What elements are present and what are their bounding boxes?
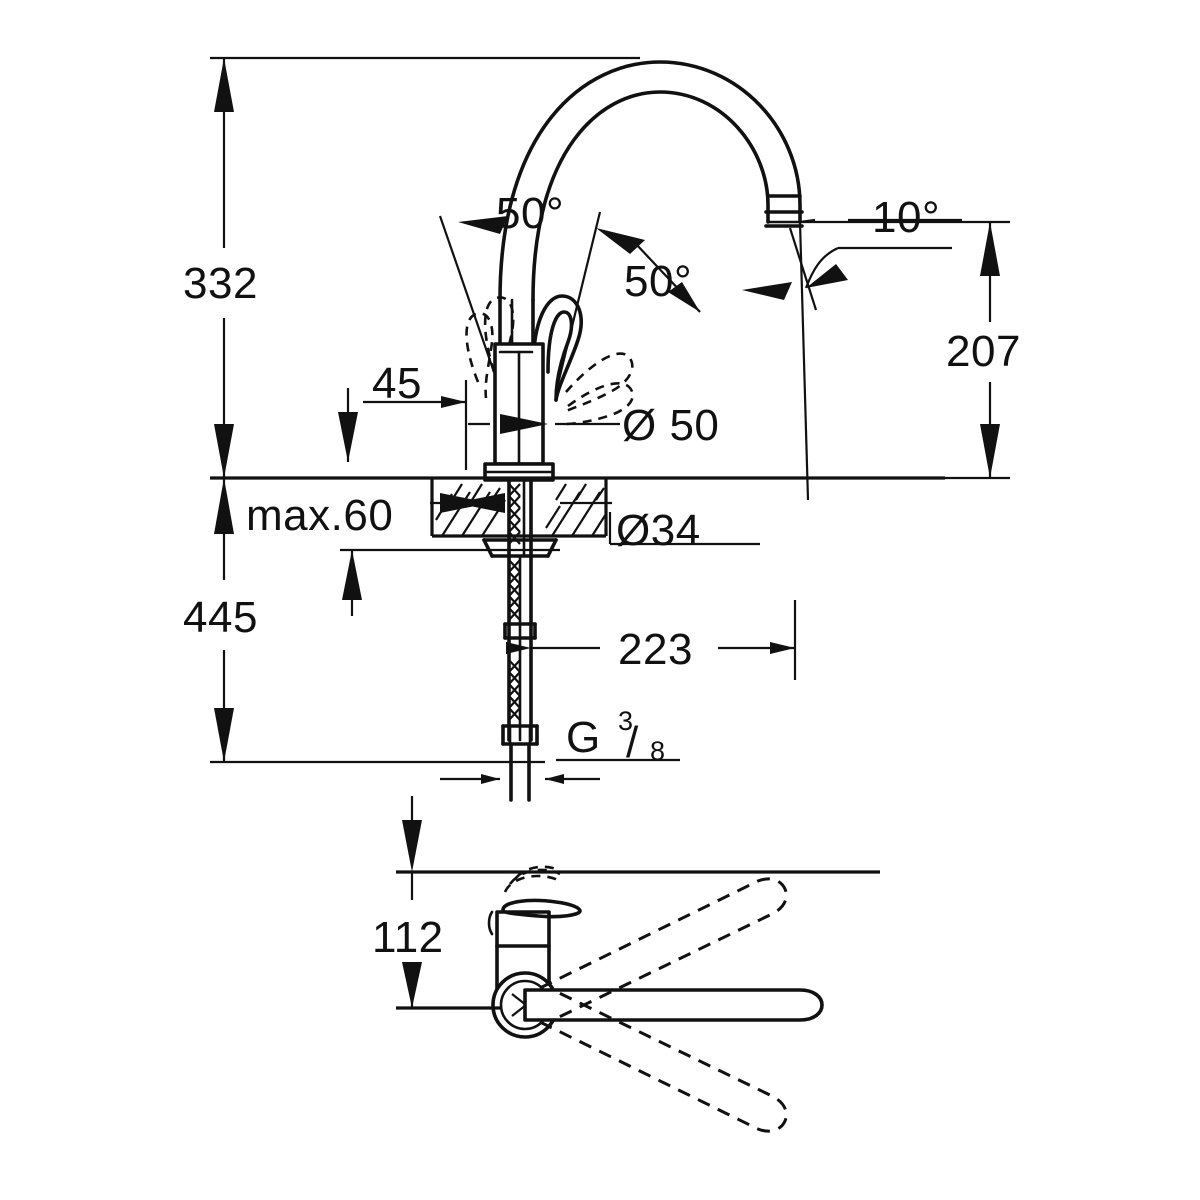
- spout-tube: [498, 60, 804, 302]
- dimension-label-332: 332: [183, 259, 258, 308]
- thread-texture-lower: [508, 559, 521, 721]
- threaded-shank: [482, 478, 558, 802]
- dimension-label-112: 112: [372, 913, 444, 962]
- dimension-label-207: 207: [946, 327, 1021, 376]
- angle-label-50-left: 50°: [496, 189, 564, 238]
- dimension-label-thread-slash: /: [626, 718, 639, 767]
- dimension-spout-diameter: Ø 50: [468, 401, 719, 450]
- dimension-spout-reach: 223: [506, 600, 797, 680]
- plan-lever-swing-up-dashed: [539, 877, 788, 1022]
- thread-texture-upper: [508, 483, 521, 545]
- angle-label-10: 10°: [872, 193, 940, 242]
- dimension-spout-height: 207: [800, 220, 1021, 480]
- handle-swing-left-dashed: [465, 296, 515, 399]
- dimension-label-max-60: max.60: [246, 491, 393, 540]
- angle-label-50-right: 50°: [624, 257, 692, 306]
- plan-lever-center: [523, 988, 824, 1022]
- faucet-column: [498, 298, 535, 347]
- dimension-label-45: 45: [372, 359, 422, 408]
- dimension-thread-size: G 3 / 8: [440, 706, 680, 784]
- plan-spout-cap: [501, 865, 582, 919]
- dimension-overall-height: 332: [183, 56, 640, 478]
- dimension-label-223: 223: [618, 625, 693, 674]
- mixer-body: [493, 342, 545, 466]
- countertop-hatching-right: [545, 483, 607, 537]
- dimension-label-445: 445: [183, 593, 258, 642]
- dimension-label-diameter-34: Ø34: [616, 506, 701, 555]
- angle-swing-right: 50°: [554, 211, 701, 393]
- front-elevation-view: 332 445 207 45: [183, 56, 1021, 874]
- handle-swing-right-dashed: [563, 352, 635, 426]
- dimension-label-thread-denominator: 8: [650, 736, 665, 766]
- dimension-label-diameter-50: Ø 50: [622, 401, 719, 450]
- angle-swing-left: 50°: [438, 189, 564, 373]
- plan-lever-swing-down-dashed: [539, 988, 788, 1133]
- dimension-hole-diameter: Ø34: [455, 493, 760, 555]
- plan-spout-swing-dashed: [503, 865, 561, 893]
- dimension-counter-thickness: max.60: [246, 491, 560, 616]
- angle-aerator-tilt: 10°: [742, 193, 962, 501]
- dimension-handle-clearance: 45: [338, 359, 468, 470]
- plan-view-leader: [396, 796, 880, 874]
- dimension-lever-length: 112: [372, 872, 500, 1010]
- dimension-label-thread-numerator: 3: [618, 706, 633, 736]
- base-escutcheon: [483, 462, 555, 482]
- dimension-label-thread-prefix: G: [566, 713, 601, 762]
- dimension-below-counter: 445: [183, 478, 545, 764]
- top-plan-view: 112: [372, 865, 824, 1133]
